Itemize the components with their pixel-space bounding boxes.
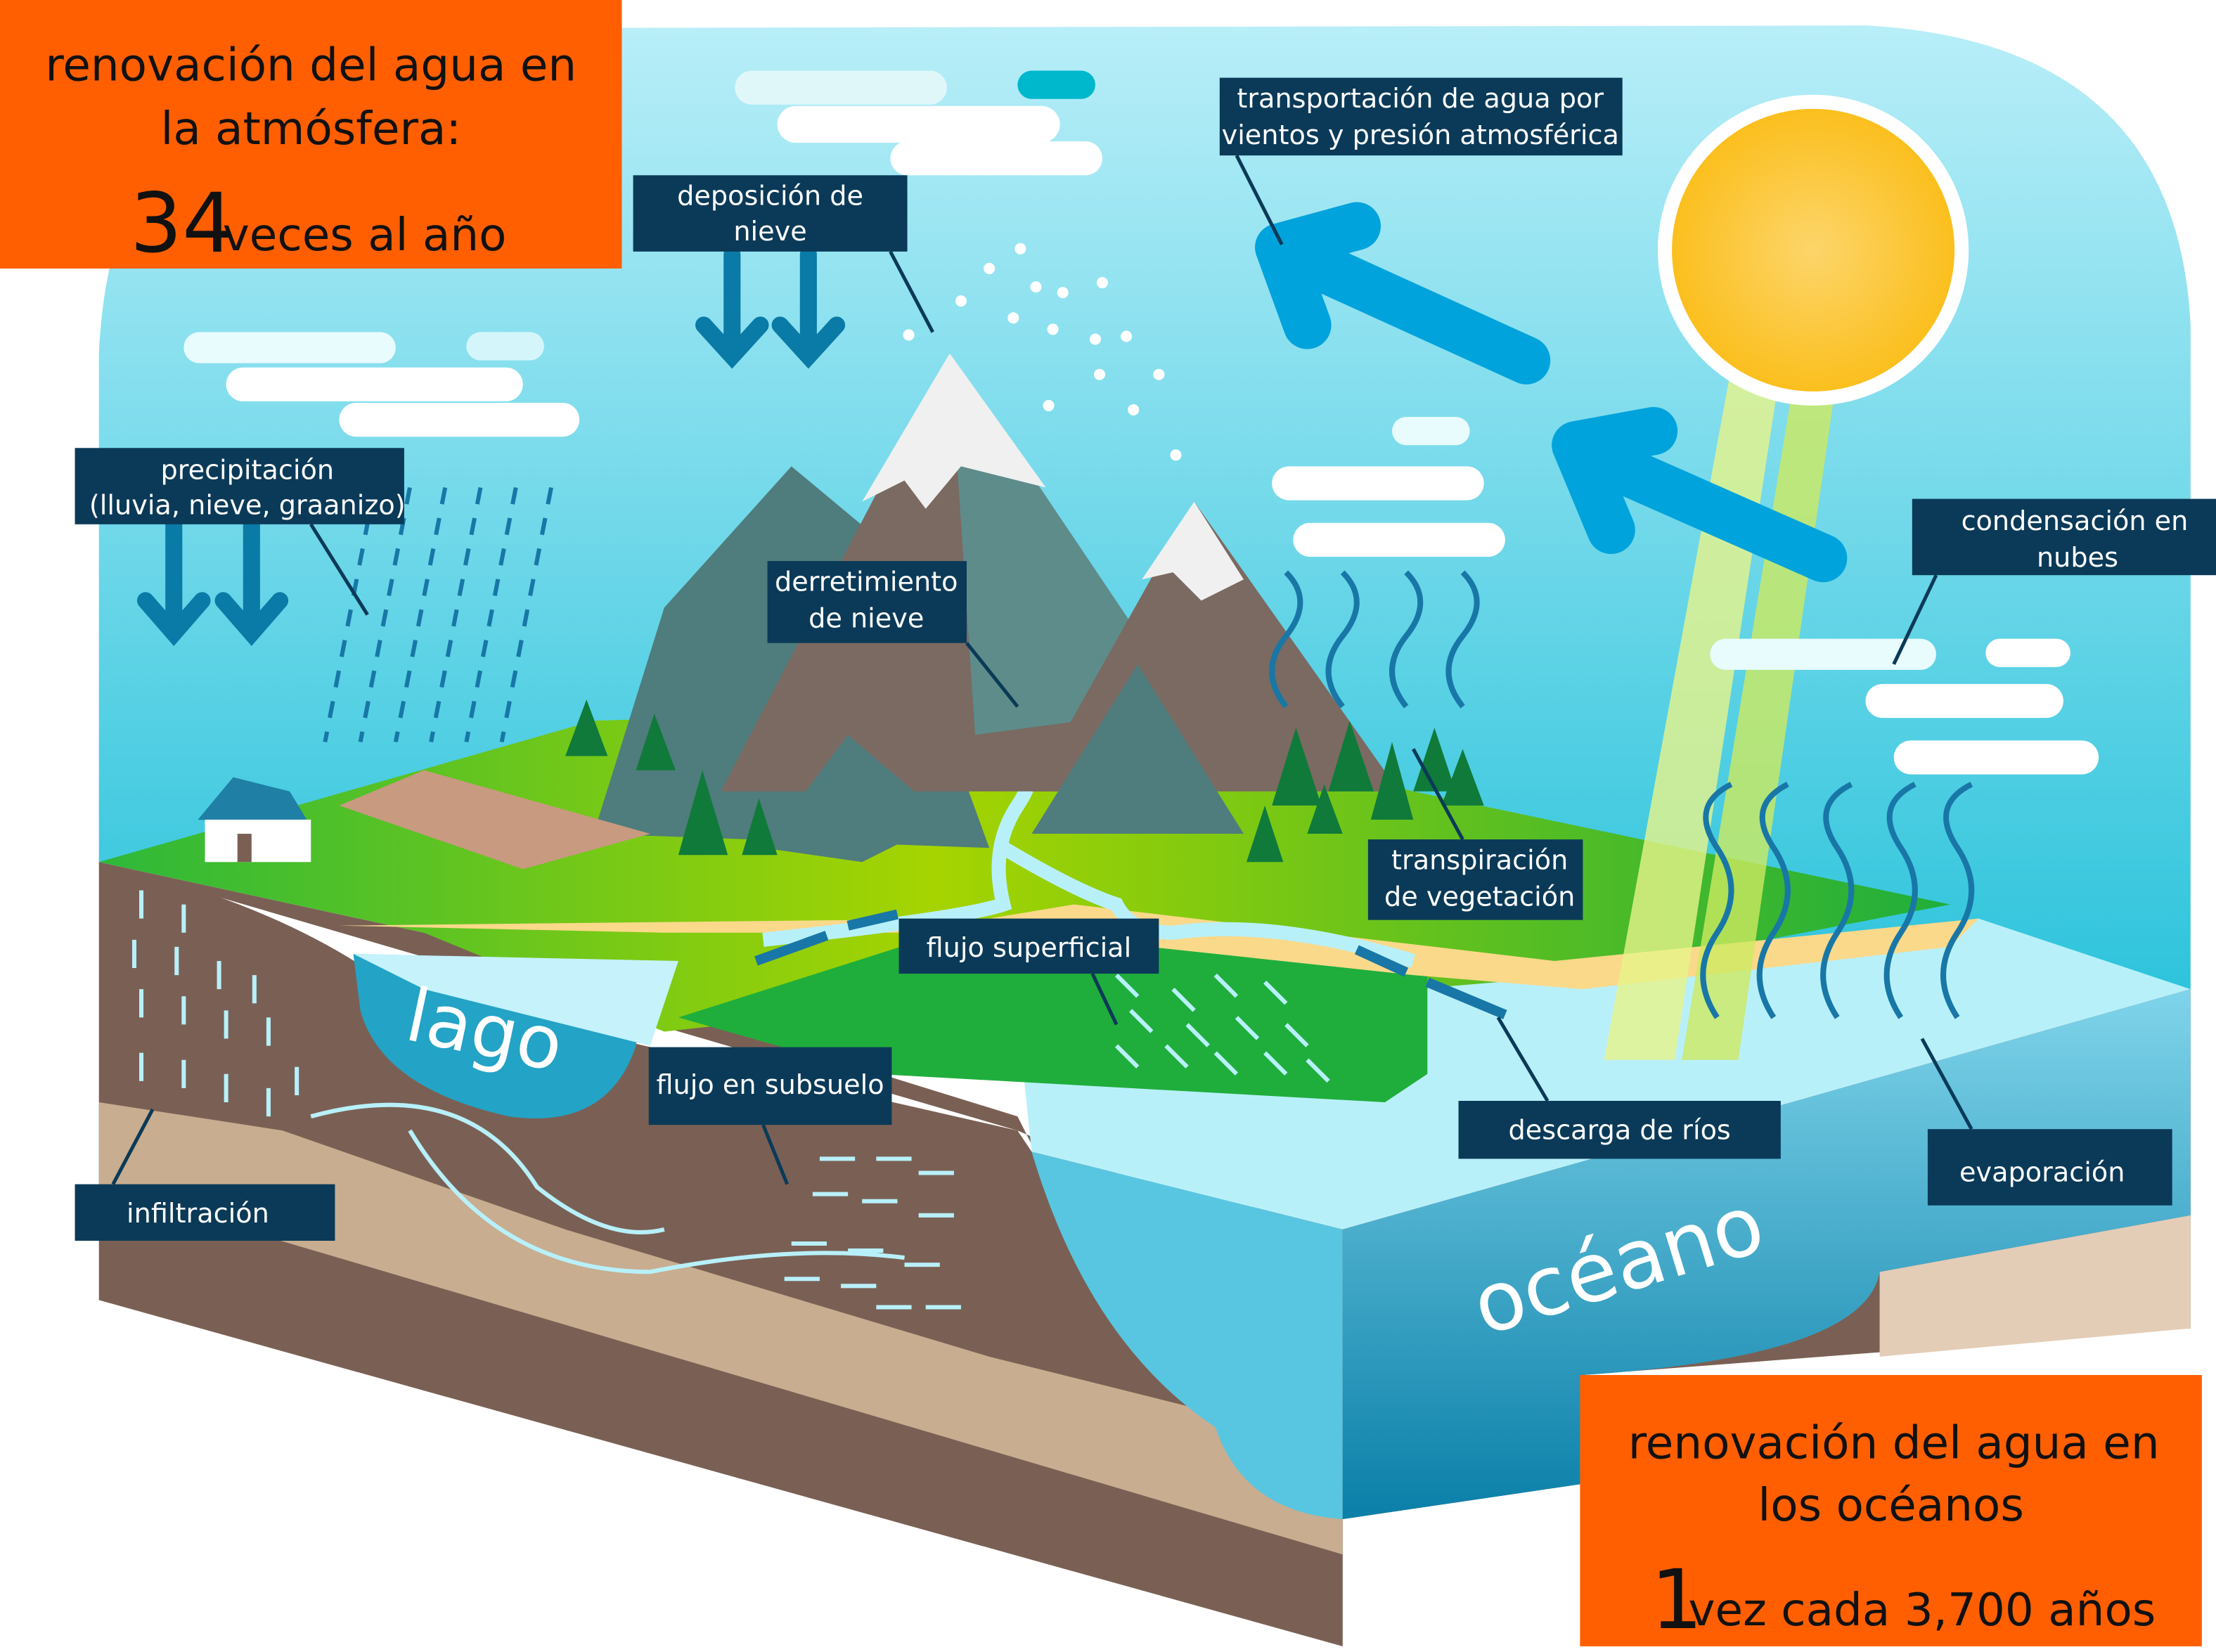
- down-arrow-icons: [136, 245, 846, 646]
- label-snowmelt: derretimiento de nieve: [767, 561, 967, 643]
- label-evaporation: evaporación: [1927, 1129, 2172, 1206]
- rain: [323, 486, 553, 742]
- svg-text:infiltración: infiltración: [127, 1199, 269, 1230]
- label-condensation: condensación en nubes: [1912, 498, 2216, 576]
- mountain-left-small: [763, 735, 947, 863]
- label-precipitation: precipitación (lluvia, nieve, graanizo): [75, 448, 406, 524]
- atmosphere-renewal-box: renovación del agua en la atmósfera: 34 …: [0, 0, 622, 271]
- svg-text:transportación de agua por: transportación de agua por: [1237, 84, 1604, 115]
- svg-text:de nieve: de nieve: [809, 604, 924, 635]
- clouds: [183, 70, 2099, 775]
- ocean-side: [1031, 1151, 1343, 1520]
- lake-surface: [353, 953, 678, 1046]
- label-river-discharge: descarga de ríos: [1458, 1100, 1781, 1159]
- svg-text:vientos y presión atmosférica: vientos y presión atmosférica: [1222, 120, 1619, 151]
- rock-layer-right: [1879, 1215, 2191, 1357]
- snowcap-right: [1142, 501, 1244, 601]
- svg-text:(lluvia, nieve, graanizo): (lluvia, nieve, graanizo): [89, 491, 406, 522]
- svg-text:descarga de ríos: descarga de ríos: [1509, 1115, 1731, 1146]
- ocean-front: [1342, 989, 2191, 1520]
- sand-layer: [98, 1102, 1343, 1555]
- label-surface-flow: flujo superficial: [898, 918, 1159, 974]
- river-flow-arrows: [754, 909, 1507, 1019]
- label-subsurface-flow: flujo en subsuelo: [648, 1047, 892, 1125]
- ocean-renewal-number: 1: [1651, 1553, 1703, 1648]
- snowflakes: [903, 243, 1182, 461]
- svg-text:nieve: nieve: [733, 217, 806, 247]
- svg-text:deposición de: deposición de: [677, 181, 863, 212]
- sun-core: [1672, 108, 1955, 392]
- ocean-box-suffix: vez cada 3,700 años: [1688, 1584, 2156, 1637]
- infiltration-arrows: [131, 890, 1330, 1310]
- label-transpiration: transpiración de vegetación: [1367, 839, 1583, 920]
- plowed-field: [339, 770, 650, 870]
- label-snow-deposition: deposición de nieve: [633, 175, 908, 252]
- label-wind-transport: transportación de agua por vientos y pre…: [1219, 77, 1623, 156]
- mountain-front: [1031, 664, 1244, 834]
- svg-text:de vegetación: de vegetación: [1384, 882, 1575, 913]
- land-surface: [98, 706, 1951, 1032]
- svg-text:condensación en: condensación en: [1961, 506, 2189, 537]
- svg-text:precipitación: precipitación: [160, 455, 334, 486]
- leader-lines: [111, 155, 1973, 1185]
- label-infiltration: infiltración: [75, 1184, 335, 1241]
- ocean-renewal-box: renovación del agua en los océanos 1 vez…: [1580, 1374, 2202, 1648]
- ocean-box-line1: renovación del agua en: [1628, 1417, 2160, 1470]
- wind-arrow-icons: [1255, 202, 1848, 583]
- atmosphere-box-suffix: veces al año: [223, 209, 507, 262]
- atmosphere-renewal-number: 34: [130, 176, 234, 271]
- trees: [565, 699, 1484, 863]
- svg-text:nubes: nubes: [2037, 543, 2118, 574]
- svg-text:flujo en subsuelo: flujo en subsuelo: [657, 1070, 884, 1101]
- ocean-box-line2: los océanos: [1758, 1479, 2023, 1532]
- svg-text:evaporación: evaporación: [1959, 1158, 2125, 1189]
- atmosphere-box-line2: la atmósfera:: [160, 103, 461, 155]
- evaporation-arrows: [1269, 570, 1975, 1019]
- svg-text:derretimiento: derretimiento: [775, 567, 958, 598]
- svg-text:transpiración: transpiración: [1391, 845, 1568, 876]
- atmosphere-box-line1: renovación del agua en: [45, 39, 576, 92]
- snowcap-main: [862, 353, 1046, 509]
- svg-text:flujo superficial: flujo superficial: [927, 933, 1132, 964]
